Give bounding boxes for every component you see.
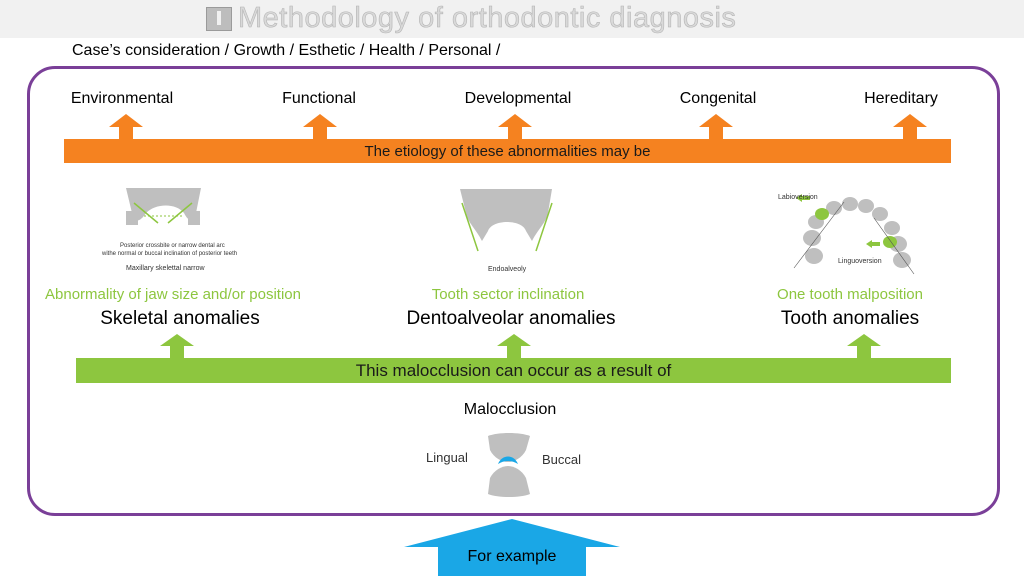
orange-up-arrow — [699, 114, 733, 140]
result-bar: This malocclusion can occur as a result … — [76, 358, 951, 383]
dental-arch-illustration — [793, 194, 915, 275]
for-example-arrow — [404, 519, 620, 576]
skeletal-anomalies-title: Skeletal anomalies — [100, 308, 260, 329]
green-up-arrow — [497, 334, 531, 360]
malocclusion-label: Malocclusion — [463, 401, 557, 418]
skeletal-figure-title: Maxillary skelettal narrow — [126, 265, 205, 272]
skeletal-caption-1: Posterior crossbite or narrow dental arc — [120, 243, 225, 249]
for-example-label: For example — [467, 548, 557, 565]
header-bar — [0, 0, 1024, 38]
skeletal-caption-2: withe normal or buccal inclination of po… — [102, 251, 238, 257]
cause-developmental: Developmental — [464, 90, 572, 107]
lingual-label: Lingual — [426, 450, 468, 465]
orange-up-arrow — [109, 114, 143, 140]
skeletal-caption: Abnormality of jaw size and/or position — [45, 286, 301, 303]
dentoalveolar-caption: Tooth sector inclination — [431, 286, 585, 303]
malocclusion-figure: Lingual Buccal — [418, 428, 598, 502]
buccal-label: Buccal — [542, 452, 582, 467]
presentation-logo-icon — [206, 7, 232, 31]
linguoversion-label: Linguoversion — [838, 258, 882, 265]
cause-environmental: Environmental — [70, 90, 174, 107]
orange-up-arrow — [303, 114, 337, 140]
etiology-bar: The etiology of these abnormalities may … — [64, 139, 951, 163]
occlusion-illustration — [488, 433, 530, 497]
maxilla-illustration — [126, 188, 201, 225]
page-title: Methodology of orthodontic diagnosis — [238, 2, 737, 35]
skeletal-figure: Posterior crossbite or narrow dental arc… — [96, 183, 238, 278]
dentoalveolar-figure-title: Endoalveoly — [488, 266, 527, 273]
green-up-arrow — [847, 334, 881, 360]
subtitle: Case’s consideration / Growth / Esthetic… — [72, 42, 501, 59]
cause-congenital: Congenital — [679, 90, 757, 107]
tooth-figure: Labioversion Linguoversion — [774, 188, 922, 278]
result-bar-text: This malocclusion can occur as a result … — [355, 360, 672, 380]
dentoalveolar-figure: Endoalveoly — [452, 183, 562, 278]
tooth-anomalies-title: Tooth anomalies — [780, 308, 920, 329]
cause-functional: Functional — [282, 90, 356, 107]
etiology-bar-text: The etiology of these abnormalities may … — [364, 142, 651, 160]
cause-hereditary: Hereditary — [864, 90, 938, 107]
orange-up-arrow — [498, 114, 532, 140]
green-up-arrow — [160, 334, 194, 360]
diagram-frame — [27, 66, 1000, 516]
dentoalveolar-anomalies-title: Dentoalveolar anomalies — [406, 308, 616, 329]
endoalveoly-illustration — [460, 189, 553, 252]
labioversion-label: Labioversion — [778, 194, 818, 201]
orange-up-arrow — [893, 114, 927, 140]
tooth-caption: One tooth malposition — [777, 286, 923, 303]
